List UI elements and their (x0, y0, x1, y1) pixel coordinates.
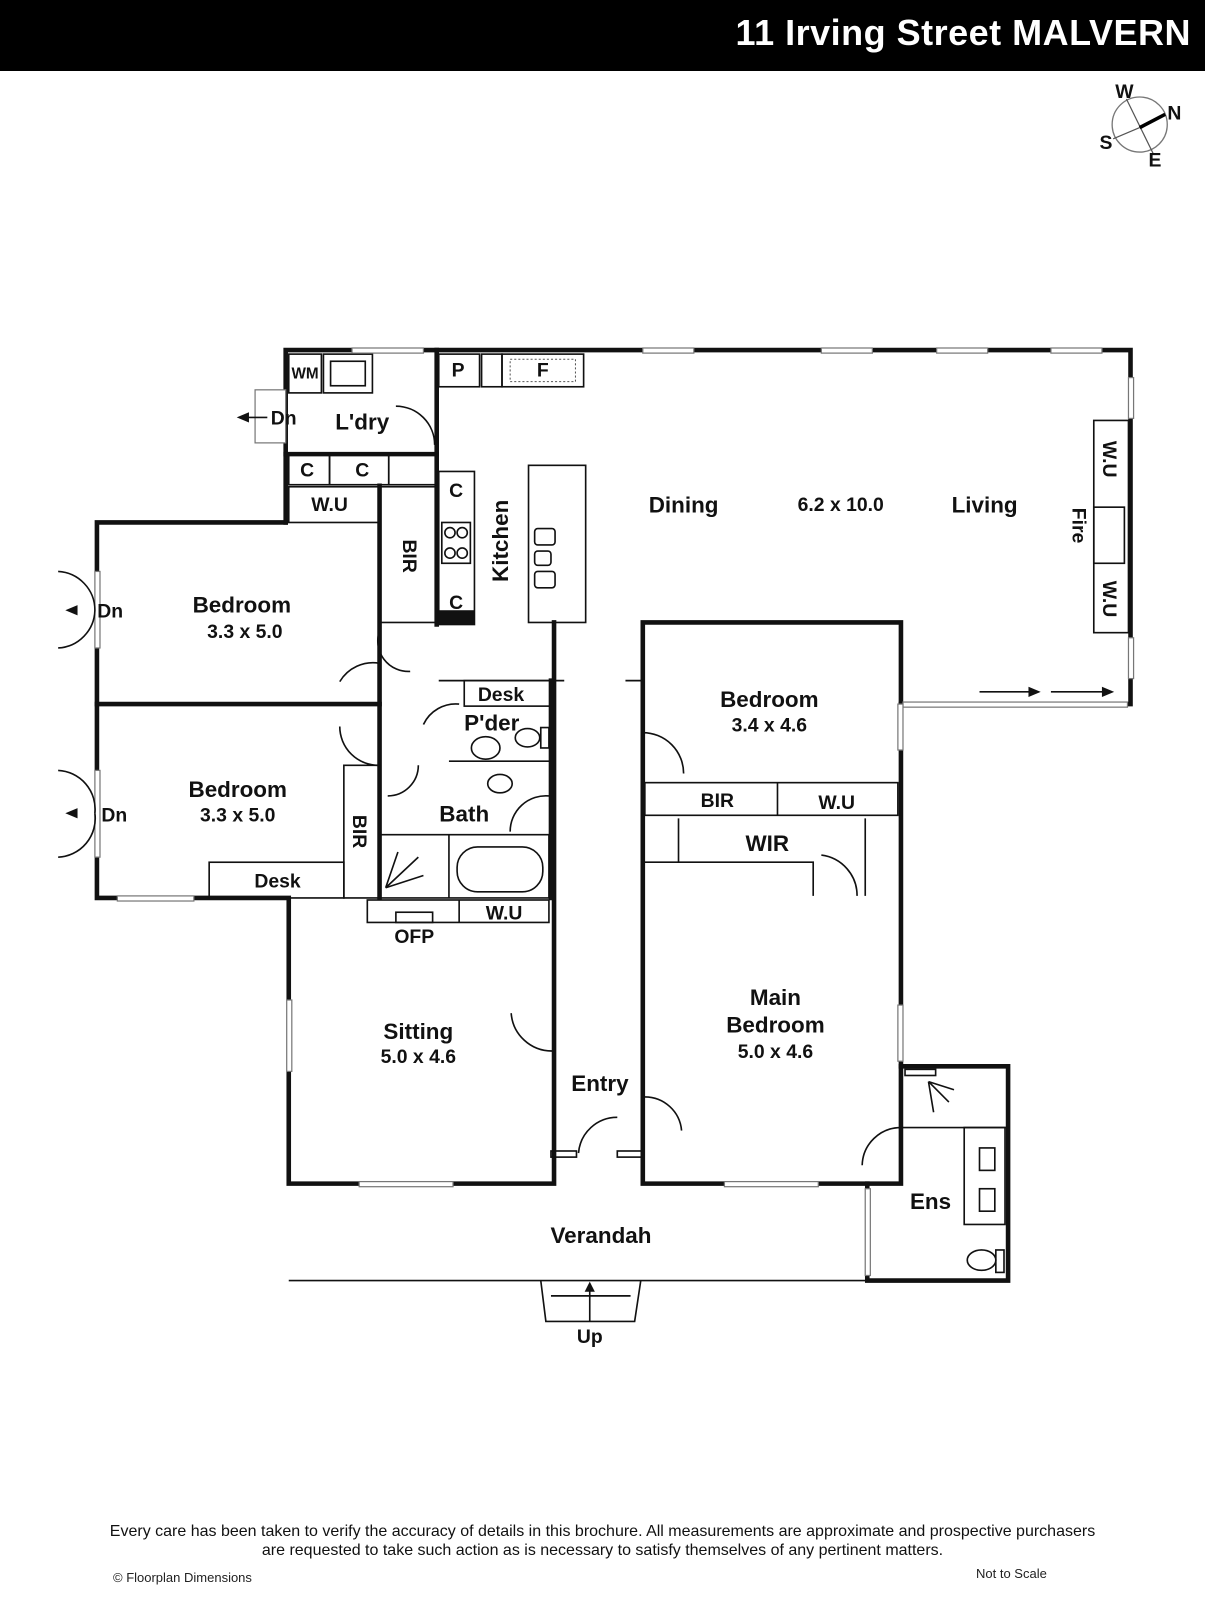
label-main-bedroom-size: 5.0 x 4.6 (738, 1041, 814, 1063)
label-desk: Desk (254, 871, 301, 893)
label-living-size: 6.2 x 10.0 (798, 494, 884, 516)
label-dn-bed2: Dn (101, 804, 127, 826)
label-wu-living: W.U (1098, 441, 1120, 478)
label-bir-kitchen: BIR (398, 539, 420, 572)
compass-w: W (1115, 81, 1134, 103)
label-entry: Entry (571, 1071, 629, 1096)
compass-icon: W N S E (1100, 81, 1182, 171)
disclaimer-line-1: Every care has been taken to verify the … (109, 1523, 1096, 1540)
label-pantry: P (452, 360, 465, 382)
label-dining: Dining (649, 492, 719, 517)
label-fridge: F (537, 360, 549, 382)
header-bar: 11 Irving Street MALVERN (0, 0, 1205, 71)
scale-note: Not to Scale (976, 1566, 1047, 1581)
label-cupboard: C (300, 460, 314, 482)
label-bath: Bath (439, 801, 489, 826)
label-bir-bed2: BIR (348, 815, 370, 848)
label-sitting: Sitting (383, 1019, 453, 1044)
label-cupboard: C (449, 592, 463, 614)
label-main-bedroom: Main (750, 985, 801, 1010)
label-wu-living: W.U (1098, 581, 1120, 618)
label-desk: Desk (478, 684, 525, 706)
interior-fixtures (58, 347, 1135, 1323)
label-bedroom-3: Bedroom (720, 687, 818, 712)
copyright: © Floorplan Dimensions (113, 1570, 252, 1585)
label-kitchen: Kitchen (488, 500, 513, 582)
label-fire: Fire (1067, 508, 1089, 544)
label-up: Up (577, 1326, 603, 1348)
label-bedroom-1-size: 3.3 x 5.0 (207, 621, 282, 643)
label-living: Living (952, 492, 1018, 517)
label-wm: WM (291, 366, 318, 383)
label-bedroom-1: Bedroom (193, 592, 291, 617)
compass-s: S (1100, 132, 1113, 154)
label-powder: P'der (464, 711, 519, 736)
label-wu-bed3: W.U (818, 792, 855, 814)
label-laundry: L'dry (335, 410, 389, 435)
property-address-title: 11 Irving Street MALVERN (735, 12, 1191, 53)
label-wir: WIR (745, 831, 789, 856)
label-wu-laundry: W.U (311, 494, 348, 516)
label-bedroom-2-size: 3.3 x 5.0 (200, 804, 275, 826)
label-verandah: Verandah (550, 1223, 651, 1248)
label-cupboard: C (355, 460, 369, 482)
label-sitting-size: 5.0 x 4.6 (381, 1046, 457, 1068)
label-bedroom-2: Bedroom (188, 777, 286, 802)
label-wu-bath: W.U (486, 902, 523, 924)
compass-e: E (1149, 149, 1162, 171)
label-dn-bed1: Dn (97, 600, 123, 622)
label-bir-bed3: BIR (701, 790, 734, 812)
label-bedroom-3-size: 3.4 x 4.6 (732, 715, 808, 737)
label-main-bedroom: Bedroom (726, 1013, 824, 1038)
disclaimer-line-2: are requested to take such action as is … (261, 1542, 944, 1559)
room-labels: L'dry WM P F Dn C C C C W.U BIR Kitchen … (97, 360, 1120, 1348)
label-cupboard: C (449, 480, 463, 502)
label-ensuite: Ens (910, 1189, 951, 1214)
label-dn-laundry: Dn (271, 408, 297, 430)
compass-n: N (1167, 102, 1181, 124)
label-ofp: OFP (394, 926, 434, 948)
